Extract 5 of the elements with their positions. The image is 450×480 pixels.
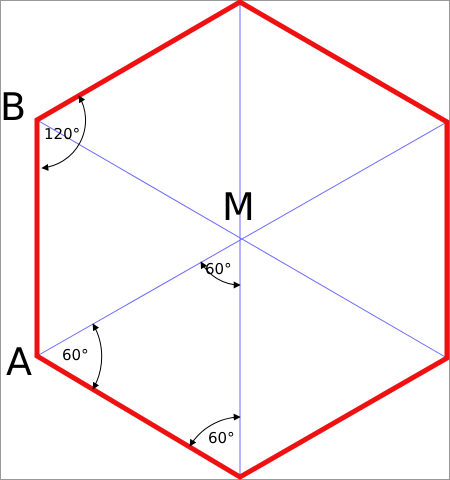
angle-label: 60° [205, 262, 232, 277]
angle-label: 60° [62, 348, 89, 363]
point-label: A [6, 343, 32, 381]
angle-label: 60° [208, 431, 235, 446]
point-label: B [0, 88, 26, 126]
